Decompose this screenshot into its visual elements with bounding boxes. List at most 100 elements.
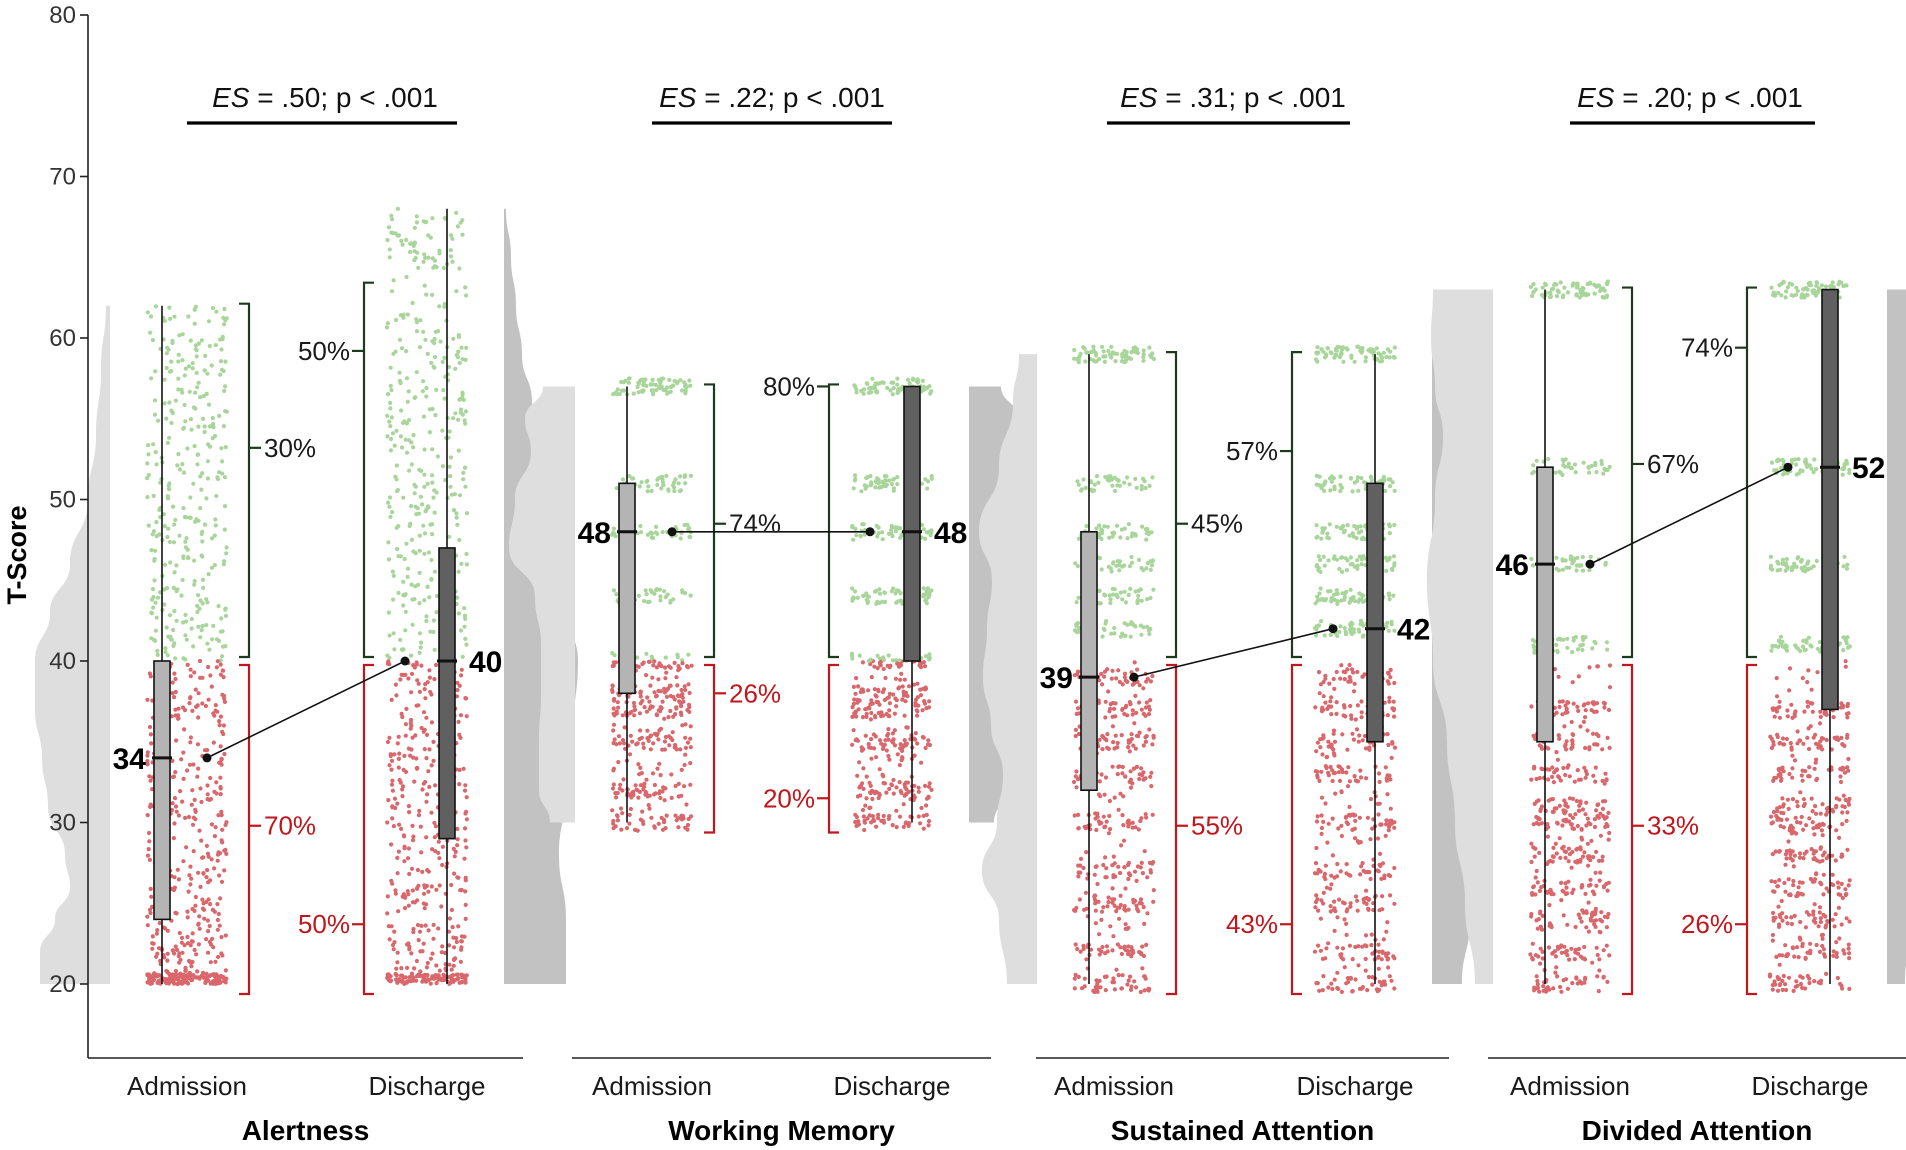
- point-3-0-658: [1578, 857, 1583, 862]
- point-0-1-656: [398, 554, 403, 559]
- point-0-0-810: [194, 517, 199, 522]
- point-2-0-277: [1128, 702, 1133, 707]
- point-1-0-76: [623, 746, 628, 751]
- point-3-0-423: [1560, 567, 1565, 572]
- point-0-1-496: [411, 929, 416, 935]
- point-2-1-474: [1318, 557, 1323, 563]
- point-1-1-127: [915, 713, 920, 718]
- point-1-0-236: [645, 599, 651, 605]
- point-2-0-63: [1115, 942, 1120, 947]
- point-0-0-582: [172, 695, 177, 700]
- point-0-1-775: [402, 419, 407, 424]
- point-1-0-446: [683, 752, 688, 757]
- point-1-0-490: [636, 762, 641, 767]
- point-1-1-279: [894, 588, 899, 593]
- point-2-0-13: [1082, 984, 1087, 989]
- point-0-1-686: [409, 503, 414, 509]
- point-3-0-258: [1532, 766, 1537, 771]
- point-2-0-255: [1120, 707, 1125, 713]
- point-0-0-786: [183, 968, 188, 973]
- point-1-0-122: [658, 709, 663, 714]
- point-2-0-175: [1071, 779, 1077, 785]
- point-2-0-692: [1111, 854, 1116, 859]
- point-1-1-87: [863, 733, 868, 738]
- point-1-1-545: [866, 705, 871, 710]
- point-3-0-438: [1599, 462, 1604, 467]
- point-3-0-297: [1531, 733, 1536, 738]
- point-3-0-84: [1584, 925, 1589, 930]
- point-1-1-24: [926, 823, 931, 828]
- point-1-0-468: [621, 777, 626, 782]
- point-0-1-241: [461, 477, 466, 482]
- point-3-0-604: [1537, 888, 1542, 894]
- point-2-1-726: [1353, 813, 1358, 818]
- point-0-0-323: [186, 364, 192, 369]
- point-2-0-0: [1132, 979, 1137, 984]
- point-2-0-180: [1149, 770, 1154, 775]
- point-0-1-109: [449, 907, 454, 913]
- point-2-0-341: [1074, 622, 1079, 627]
- point-0-0-100: [207, 923, 212, 929]
- point-2-1-190: [1337, 778, 1343, 784]
- point-0-0-627: [188, 735, 193, 740]
- point-0-1-594: [459, 939, 464, 944]
- point-3-0-569: [1578, 954, 1583, 959]
- point-0-1-513: [429, 810, 434, 815]
- point-1-0-514: [676, 694, 681, 699]
- point-1-0-480: [657, 761, 662, 766]
- point-0-0-771: [213, 517, 218, 522]
- point-0-0-210: [173, 517, 178, 523]
- point-1-1-577: [903, 690, 909, 695]
- point-3-0-510: [1556, 289, 1561, 295]
- point-2-0-616: [1122, 946, 1127, 951]
- point-0-1-736: [405, 942, 410, 947]
- point-2-0-135: [1118, 870, 1123, 876]
- point-2-0-652: [1097, 978, 1102, 984]
- point-3-0-436: [1607, 464, 1612, 470]
- point-0-0-301: [154, 615, 159, 620]
- point-0-1-601: [387, 633, 392, 638]
- point-0-1-618: [415, 250, 420, 255]
- point-1-0-139: [616, 705, 621, 710]
- point-0-0-286: [199, 628, 204, 633]
- point-0-0-589: [182, 373, 187, 378]
- point-0-0-640: [207, 343, 212, 349]
- point-1-0-462: [638, 691, 643, 696]
- point-0-0-473: [175, 463, 180, 468]
- point-3-1-14: [1783, 982, 1788, 987]
- point-1-1-521: [919, 760, 924, 765]
- point-0-0-335: [211, 425, 216, 430]
- point-0-0-26: [161, 512, 166, 517]
- point-1-0-504: [662, 739, 668, 744]
- point-0-0-84: [220, 654, 225, 659]
- point-1-1-98: [872, 746, 877, 751]
- point-2-0-262: [1111, 706, 1117, 712]
- point-2-1-668: [1377, 851, 1383, 857]
- point-2-1-736: [1351, 689, 1357, 694]
- point-1-1-330: [893, 525, 898, 530]
- point-0-1-805: [424, 219, 429, 224]
- point-3-0-386: [1592, 639, 1597, 644]
- point-2-0-584: [1131, 346, 1136, 351]
- point-3-0-252: [1603, 771, 1608, 776]
- point-1-1-31: [854, 814, 860, 820]
- point-0-0-804: [210, 979, 215, 984]
- point-1-0-482: [611, 768, 616, 773]
- point-0-1-191: [387, 937, 392, 942]
- point-0-1-367: [421, 329, 426, 334]
- point-0-0-121: [209, 684, 214, 689]
- point-3-1-8: [1780, 978, 1785, 984]
- point-2-1-252: [1385, 713, 1390, 718]
- point-0-0-724: [203, 979, 208, 984]
- point-1-0-386: [683, 388, 688, 393]
- point-3-0-207: [1604, 815, 1609, 820]
- point-0-0-374: [173, 676, 178, 682]
- point-3-0-630: [1563, 809, 1568, 814]
- point-1-0-381: [635, 384, 640, 390]
- point-2-1-196: [1358, 775, 1364, 780]
- point-1-1-484: [924, 812, 929, 818]
- point-0-0-405: [189, 626, 194, 631]
- point-0-1-299: [455, 687, 460, 693]
- point-1-1-30: [876, 812, 881, 817]
- point-3-0-287: [1590, 731, 1596, 736]
